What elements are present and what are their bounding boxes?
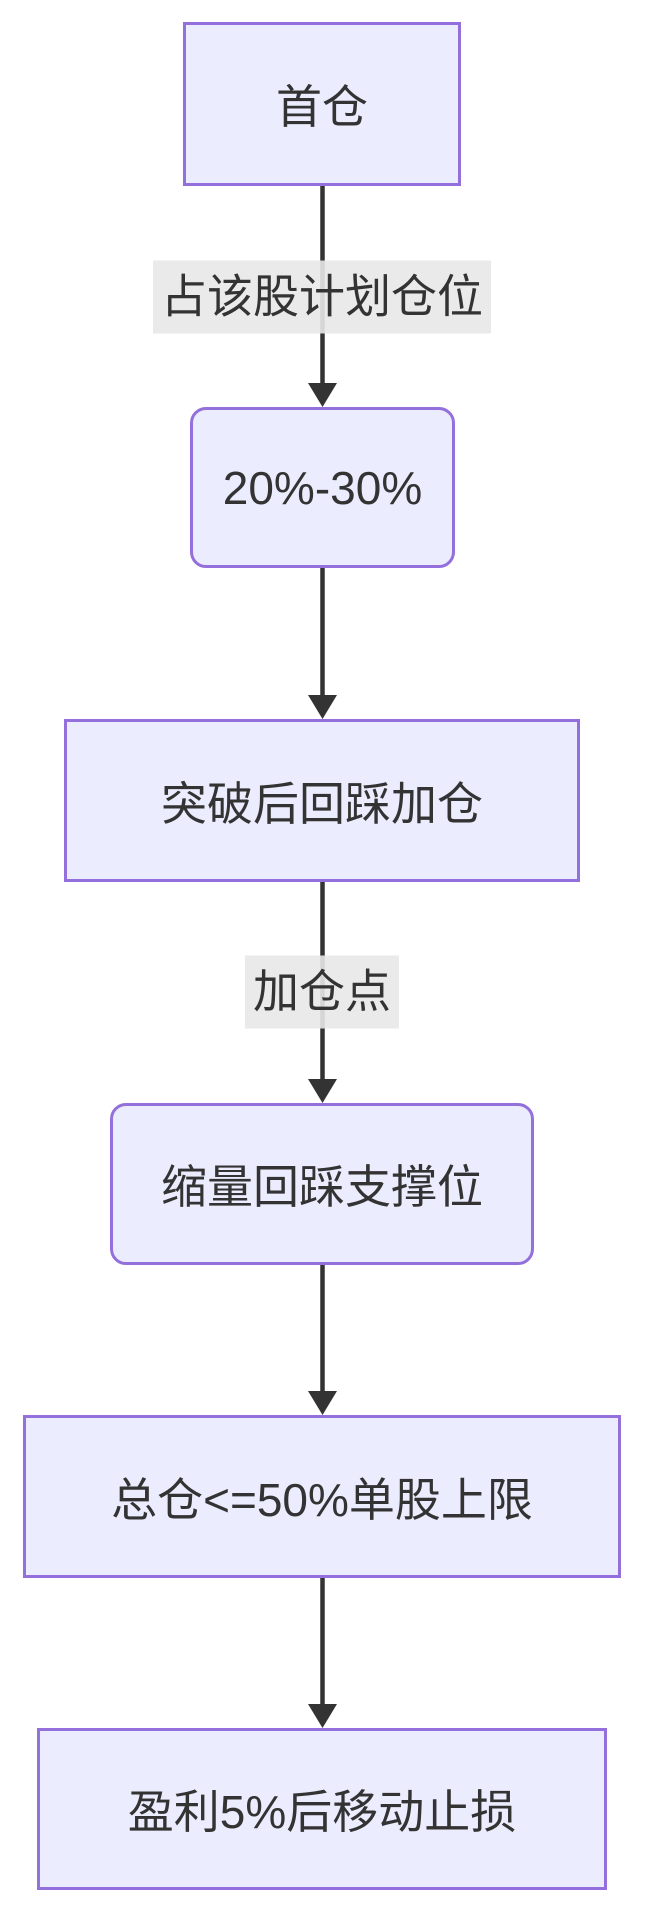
node-position-size-label: 20%-30% (222, 461, 423, 514)
node-position-size: 20%-30% (190, 407, 455, 568)
edge-label-add-point: 加仓点 (245, 955, 399, 1029)
node-breakout-pullback-add-label: 突破后回踩加仓 (161, 777, 483, 830)
node-breakout-pullback-add: 突破后回踩加仓 (64, 719, 580, 882)
node-total-position-cap: 总仓<=50%单股上限 (23, 1415, 621, 1578)
node-first-position: 首仓 (183, 22, 461, 186)
arrow-4 (308, 1265, 337, 1415)
node-total-position-cap-label: 总仓<=50%单股上限 (111, 1473, 533, 1526)
arrow-5 (308, 1578, 337, 1728)
edge-label-plan-position-ratio: 占该股计划仓位 (153, 260, 491, 334)
node-trailing-stop-label: 盈利5%后移动止损 (127, 1786, 517, 1838)
node-first-position-label: 首仓 (276, 81, 368, 133)
node-trailing-stop: 盈利5%后移动止损 (37, 1728, 607, 1890)
node-volume-shrink-support: 缩量回踩支撑位 (110, 1103, 534, 1265)
arrow-2 (308, 568, 337, 719)
node-volume-shrink-support-label: 缩量回踩支撑位 (161, 1161, 483, 1213)
